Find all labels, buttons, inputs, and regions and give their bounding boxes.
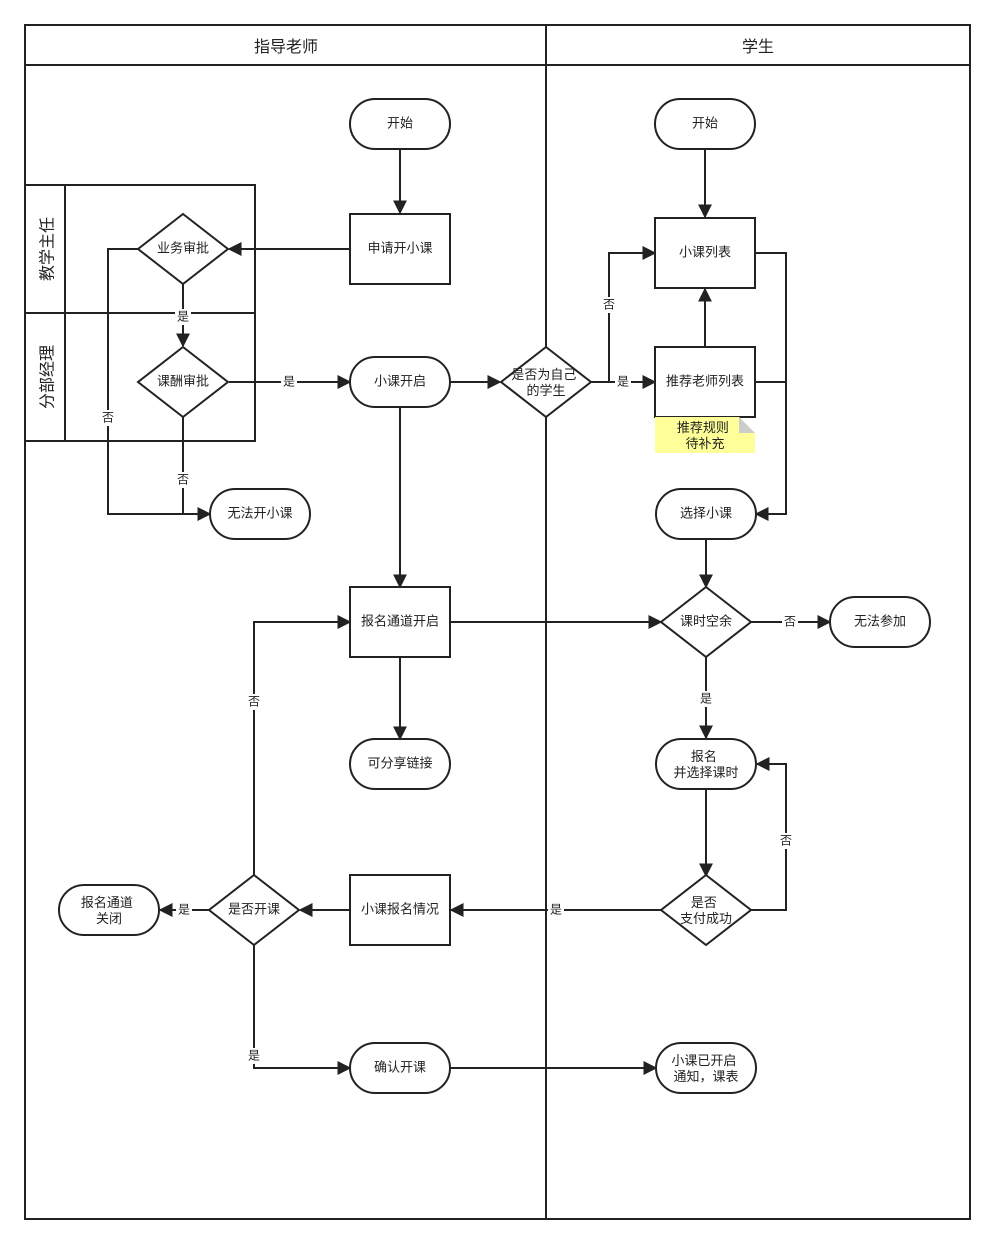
node-class-open bbox=[349, 356, 451, 408]
node-cannot-open bbox=[209, 488, 311, 540]
node-teacher-start bbox=[349, 98, 451, 150]
node-reg-status bbox=[349, 874, 451, 946]
edge-label-backgrounds bbox=[100, 297, 798, 1064]
node-open-decision-label: 是否开课 bbox=[228, 903, 280, 918]
node-share-link bbox=[349, 738, 451, 790]
node-own-student bbox=[499, 345, 593, 419]
lane-header-teacher: 指导老师 bbox=[254, 37, 318, 56]
edge-biz-cannot bbox=[107, 248, 212, 521]
node-class-list bbox=[654, 217, 756, 289]
node-signup-line2: 并选择课时 bbox=[673, 766, 738, 781]
label-biz-fee-yes: 是 bbox=[177, 310, 189, 324]
node-signup-line1: 报名 bbox=[691, 749, 717, 765]
sub-lane-director: 教学主任 bbox=[38, 217, 57, 281]
node-pay-success bbox=[659, 873, 753, 947]
node-student-start-label: 开始 bbox=[692, 117, 718, 132]
sub-lane-manager: 分部经理 bbox=[38, 345, 57, 409]
node-cannot-join bbox=[829, 596, 931, 648]
note-line1: 推荐规则 bbox=[677, 421, 729, 436]
node-time-avail bbox=[659, 585, 753, 659]
label-own-rec-yes: 是 bbox=[617, 375, 629, 389]
node-biz-approve bbox=[136, 212, 230, 286]
node-signup bbox=[655, 738, 757, 790]
node-notified-line2: 通知，课表 bbox=[673, 1069, 738, 1085]
node-teacher-start-label: 开始 bbox=[387, 117, 413, 132]
label-biz-cannot-no: 否 bbox=[102, 411, 114, 425]
label-pay-status-yes: 是 bbox=[550, 903, 562, 917]
node-biz-approve-label: 业务审批 bbox=[157, 241, 209, 257]
node-cannot-join-label: 无法参加 bbox=[854, 614, 906, 630]
node-reg-closed-line1: 报名通道 bbox=[81, 895, 133, 911]
node-class-open-label: 小课开启 bbox=[374, 375, 426, 390]
node-student-start bbox=[654, 98, 756, 150]
node-reg-open-label: 报名通道开启 bbox=[361, 614, 439, 630]
label-decision-reg-no: 否 bbox=[248, 695, 260, 709]
label-time-signup-yes: 是 bbox=[700, 692, 712, 706]
node-notified-label: 小课已开启 通知，课表 bbox=[671, 1054, 740, 1085]
node-notified-line1: 小课已开启 bbox=[671, 1054, 736, 1069]
label-fee-open-yes: 是 bbox=[283, 375, 295, 389]
node-own-student-label: 是否为自己 的学生 bbox=[511, 368, 580, 399]
node-reg-status-label: 小课报名情况 bbox=[361, 902, 439, 918]
lane-header-student: 学生 bbox=[742, 37, 774, 56]
label-fee-cannot-no: 否 bbox=[177, 473, 189, 487]
sub-lane-pool bbox=[24, 184, 256, 442]
node-class-list-label: 小课列表 bbox=[679, 246, 731, 261]
label-decision-confirm-yes: 是 bbox=[248, 1049, 260, 1063]
edges bbox=[107, 149, 832, 1075]
node-reg-closed-label: 报名通道 关闭 bbox=[81, 895, 137, 927]
node-apply-label: 申请开小课 bbox=[367, 242, 432, 257]
node-fee-approve-label: 课酬审批 bbox=[157, 375, 209, 390]
node-fee-approve bbox=[136, 345, 230, 419]
swimlane-frame bbox=[24, 24, 971, 1220]
node-reg-closed-line2: 关闭 bbox=[96, 912, 122, 927]
node-own-student-line2: 的学生 bbox=[526, 383, 565, 399]
node-pay-success-label: 是否 支付成功 bbox=[680, 896, 732, 927]
edge-list-choose bbox=[754, 252, 787, 521]
edge-decision-reg bbox=[253, 615, 352, 875]
edge-decision-confirm bbox=[253, 945, 352, 1075]
node-share-link-label: 可分享链接 bbox=[367, 756, 432, 772]
node-pay-success-line2: 支付成功 bbox=[680, 912, 732, 927]
node-open-decision bbox=[207, 873, 301, 947]
edge-own-list bbox=[591, 246, 657, 383]
label-decision-closed-yes: 是 bbox=[178, 903, 190, 917]
label-pay-signup-no: 否 bbox=[780, 834, 792, 848]
node-cannot-open-label: 无法开小课 bbox=[227, 507, 292, 522]
node-rec-teachers-label: 推荐老师列表 bbox=[666, 375, 744, 390]
node-reg-closed bbox=[58, 884, 160, 936]
node-time-avail-label: 课时空余 bbox=[680, 614, 732, 630]
node-own-student-line1: 是否为自己 bbox=[511, 368, 576, 383]
node-confirm-open bbox=[349, 1042, 451, 1094]
label-own-list-no: 否 bbox=[603, 298, 615, 312]
note-line2: 待补充 bbox=[685, 436, 724, 452]
node-confirm-open-label: 确认开课 bbox=[374, 1061, 426, 1076]
label-time-cannotjoin-no: 否 bbox=[784, 615, 796, 629]
node-reg-open bbox=[349, 586, 451, 658]
node-choose-class bbox=[655, 488, 757, 540]
node-pay-success-line1: 是否 bbox=[691, 896, 717, 911]
node-choose-class-label: 选择小课 bbox=[680, 507, 732, 522]
node-notified bbox=[655, 1042, 757, 1094]
note-rec-rules-label: 推荐规则 待补充 bbox=[677, 421, 733, 452]
node-signup-label: 报名 并选择课时 bbox=[673, 749, 738, 781]
note-rec-rules bbox=[655, 417, 755, 453]
node-apply bbox=[349, 213, 451, 285]
